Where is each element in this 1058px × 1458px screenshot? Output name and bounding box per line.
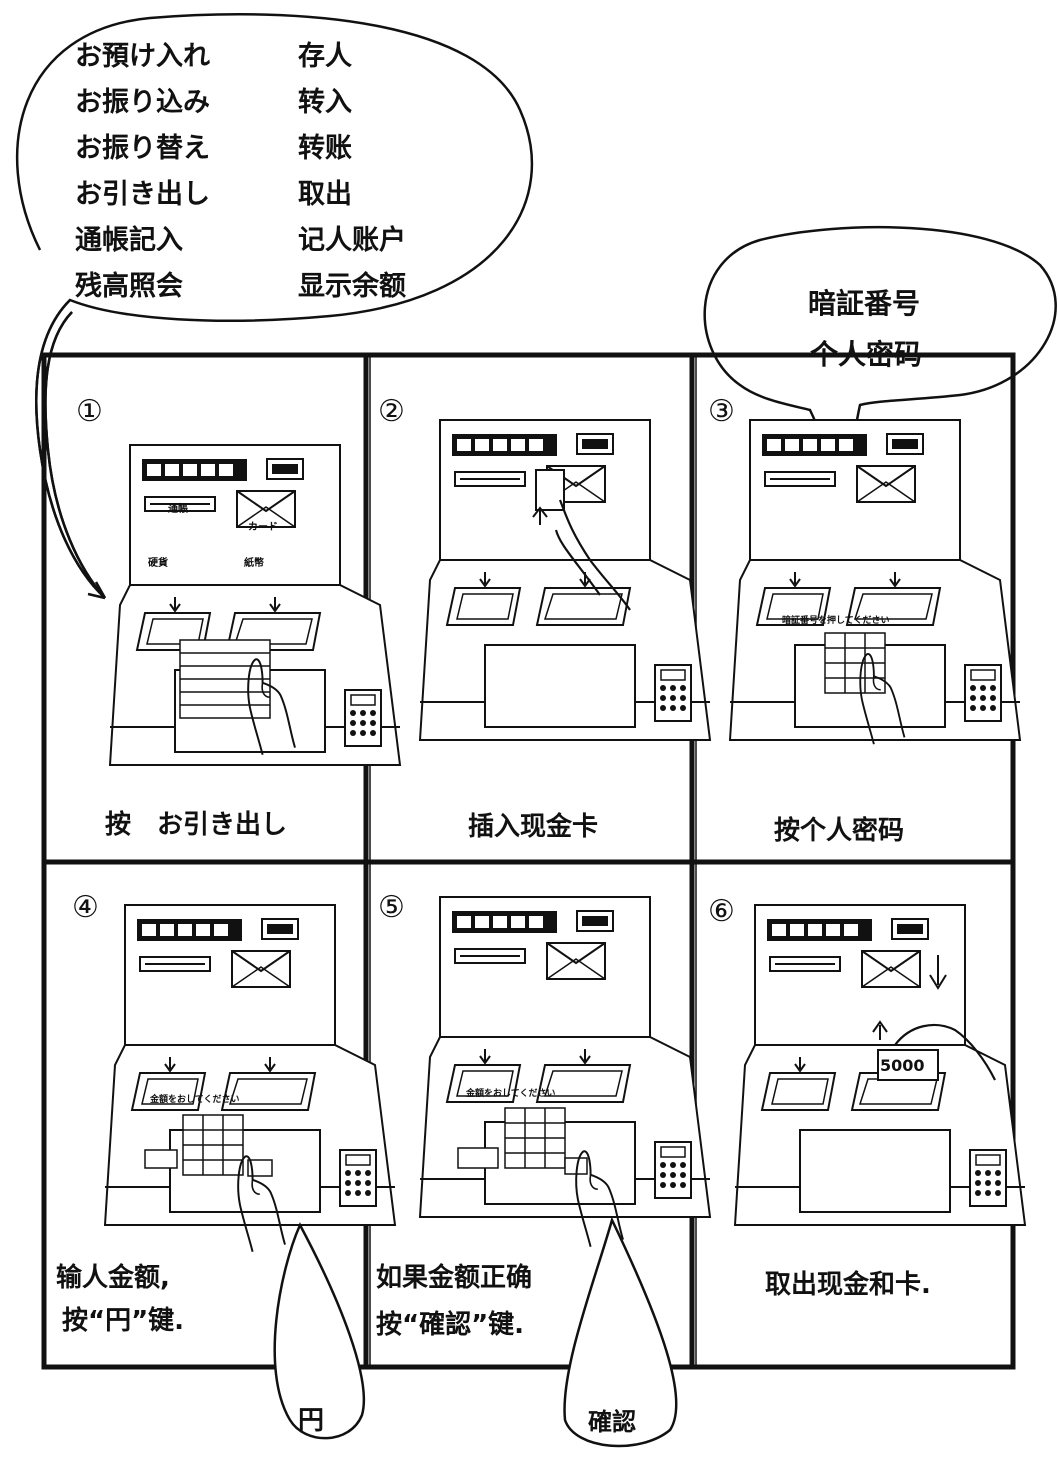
menu-jp-4: お引き出し <box>75 179 210 210</box>
atm-bill-label: 紙幣 <box>244 558 264 569</box>
menu-jp-3: お振り替え <box>75 133 210 164</box>
menu-cn-1: 存人 <box>298 41 352 72</box>
atm-passbook-label: 通帳 <box>168 504 188 515</box>
panel-number-5: ⑤ <box>378 890 405 925</box>
pin-bubble-cn: 个人密码 <box>810 338 923 371</box>
confirm-bubble-label: 確認 <box>588 1408 636 1436</box>
yen-bubble-outline <box>273 1222 366 1440</box>
menu-jp-6: 残高照会 <box>75 271 183 302</box>
menu-jp-1: お預け入れ <box>75 41 210 72</box>
confirm-bubble-outline <box>563 1216 678 1448</box>
caption-panel-2: 插入现金卡 <box>468 812 599 842</box>
panel-number-2: ② <box>378 394 405 429</box>
atm-amount-prompt-4: 金額をおしてください <box>150 1095 240 1105</box>
menu-cn-3: 转账 <box>298 133 352 164</box>
caption-panel-1: 按 お引き出し <box>105 810 288 840</box>
pin-bubble-jp: 暗証番号 <box>808 287 921 320</box>
menu-cn-5: 记人账户 <box>298 225 406 256</box>
yen-bubble-label: 円 <box>298 1406 325 1436</box>
atm-card-label: カード <box>248 522 278 533</box>
atm-pin-prompt: 暗証番号を押してください <box>782 616 890 626</box>
caption-panel-3: 按个人密码 <box>774 816 905 846</box>
caption-panel-4-line-1: 输人金额, <box>56 1263 170 1293</box>
menu-jp-5: 通帳記入 <box>75 225 183 256</box>
caption-panel-5-line-2: 按“確認”键. <box>376 1310 525 1340</box>
caption-panel-5-line-1: 如果金额正确 <box>376 1263 533 1293</box>
menu-cn-6: 显示余额 <box>298 271 406 302</box>
panel-number-1: ① <box>76 394 103 429</box>
atm-panel-4 <box>104 904 396 1226</box>
panel-number-3: ③ <box>708 394 735 429</box>
caption-panel-6: 取出现金和卡. <box>765 1270 931 1300</box>
caption-panel-4-line-2: 按“円”键. <box>62 1306 185 1336</box>
panel-number-4: ④ <box>72 890 99 925</box>
atm-panel-2 <box>419 419 711 741</box>
atm-coin-label: 硬貨 <box>148 558 168 569</box>
atm-amount-prompt-5: 金額をおしてください <box>466 1089 556 1099</box>
menu-jp-2: お振り込み <box>75 87 210 118</box>
panel-number-6: ⑥ <box>708 894 735 929</box>
atm-cash-label: 5000 <box>880 1056 925 1075</box>
menu-cn-4: 取出 <box>298 179 352 210</box>
menu-cn-2: 转入 <box>298 87 352 118</box>
